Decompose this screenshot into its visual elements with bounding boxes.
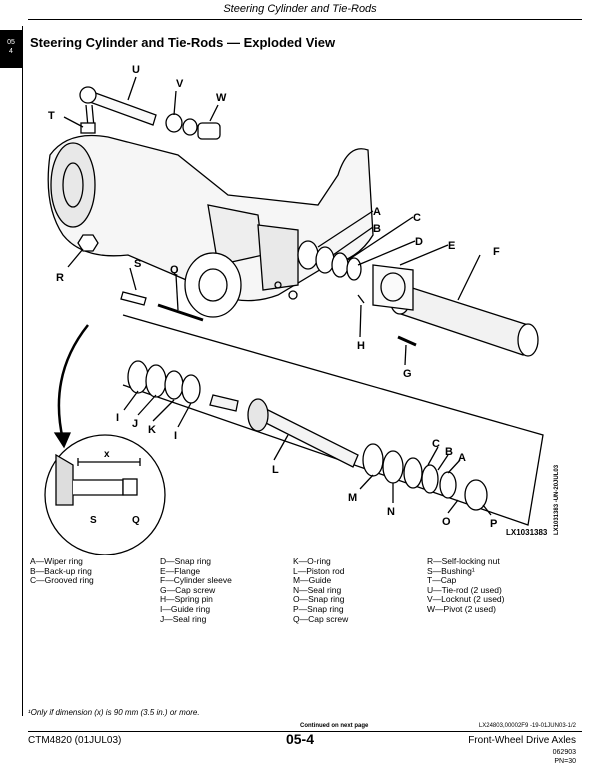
page-number: 05-4 [285, 731, 315, 747]
legend-item: U—Tie-rod (2 used) [427, 584, 502, 595]
section-tab-subnumber: 4 [9, 48, 13, 55]
legend-item: J—Seal ring [160, 613, 207, 624]
figure-callout-label: M [348, 492, 357, 504]
inset-label-q: Q [132, 515, 140, 526]
footer-rule [28, 731, 582, 732]
legend-item: E—Flange [160, 565, 201, 576]
figure-callout-label: P [490, 518, 497, 530]
legend-column-2: D—Snap ring E—Flange F—Cylinder sleeve G… [160, 556, 232, 624]
inset-label-x: x [104, 449, 110, 460]
figure-callout-label: H [357, 340, 365, 352]
figure-image-id: LX1031383 [506, 528, 548, 537]
legend-item: B—Back-up ring [30, 565, 92, 576]
footer-code-date: 062903 [552, 749, 576, 756]
legend-column-4: R—Self-locking nut S—Bushing¹ T—Cap U—Ti… [427, 556, 505, 615]
manual-id: CTM4820 (01JUL03) [28, 735, 122, 746]
legend-column-1: A—Wiper ring B—Back-up ring C—Grooved ri… [30, 556, 94, 586]
figure-callout-label: B [373, 223, 381, 235]
legend-item: H—Spring pin [160, 594, 213, 605]
figure-callout-label: S [134, 258, 141, 270]
figure-callout-label: A [458, 452, 466, 464]
legend-item: O—Snap ring [293, 594, 345, 605]
figure-callout-label: F [493, 246, 500, 258]
legend-item: V—Locknut (2 used) [427, 594, 505, 605]
figure-callout-label: R [56, 272, 64, 284]
figure-callout-label: I [116, 412, 119, 424]
legend-item: C—Grooved ring [30, 575, 94, 586]
legend-item: Q—Cap screw [293, 613, 349, 624]
figure-side-code: LX1031383 -UN-20JUL03 [554, 464, 560, 535]
page-title: Steering Cylinder and Tie-Rods — Explode… [30, 35, 336, 50]
continued-note: Continued on next page [300, 723, 369, 729]
figure-callout-label: G [403, 368, 412, 380]
figure-callout-label: Q [170, 264, 179, 276]
left-margin-rule [22, 26, 23, 716]
legend-item: L—Piston rod [293, 565, 345, 576]
figure-callout-label: L [272, 464, 279, 476]
figure-callout-label: A [373, 206, 381, 218]
figure-callout-label: T [48, 110, 55, 122]
figure-callout-label: C [413, 212, 421, 224]
legend-item: K—O-ring [293, 556, 331, 566]
figure-callout-label: J [132, 418, 138, 430]
legend-item: D—Snap ring [160, 556, 212, 566]
footer-codes: 062903 PN=30 [553, 748, 576, 766]
legend-item: S—Bushing¹ [427, 565, 475, 576]
figure-callout-label: B [445, 446, 453, 458]
legend-column-3: K—O-ring L—Piston rod M—Guide N—Seal rin… [293, 556, 349, 624]
footnote: ¹Only if dimension (x) is 90 mm (3.5 in.… [28, 708, 200, 717]
figure-callout-label: I [174, 430, 177, 442]
figure-callout-label: V [176, 78, 184, 90]
header-rule [28, 19, 582, 20]
inset-label-s: S [90, 515, 97, 526]
header-title: Steering Cylinder and Tie-Rods [223, 3, 377, 15]
figure-callout-label: D [415, 236, 423, 248]
legend-item: M—Guide [293, 575, 332, 586]
figure-callout-label: W [216, 92, 227, 104]
legend-item: P—Snap ring [293, 603, 344, 614]
figure-callout-label: E [448, 240, 455, 252]
figure-callout-label: U [132, 64, 140, 76]
figure-callout-label: C [432, 438, 440, 450]
legend-item: F—Cylinder sleeve [160, 575, 232, 586]
page-header: Steering Cylinder and Tie-Rods [0, 0, 600, 20]
legend-item: A—Wiper ring [30, 556, 83, 566]
legend-item: W—Pivot (2 used) [427, 603, 496, 614]
figure-callout-label: K [148, 424, 156, 436]
legend-item: T—Cap [427, 575, 457, 586]
chapter-title: Front-Wheel Drive Axles [468, 735, 576, 746]
section-tab-number: 05 [7, 39, 15, 46]
section-tab: 05 4 [0, 30, 22, 68]
legend-item: I—Guide ring [160, 603, 211, 614]
footer-code-pn: PN=30 [554, 758, 576, 765]
figure-callout-label: N [387, 506, 395, 518]
legend-item: N—Seal ring [293, 584, 342, 595]
doc-reference: LX24803,00002F9 -19-01JUN03-1/2 [478, 723, 576, 729]
figure-callout-label: O [442, 516, 451, 528]
legend-item: R—Self-locking nut [427, 556, 500, 566]
legend-item: G—Cap screw [160, 584, 216, 595]
